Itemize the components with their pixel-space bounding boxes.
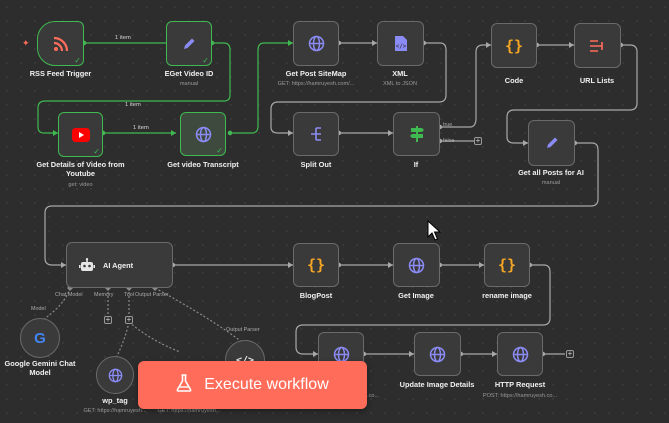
node-subtitle: XML to JSON: [383, 81, 417, 87]
node-label: BlogPost: [299, 291, 333, 300]
node-label: RSS Feed Trigger: [29, 69, 92, 78]
node-subtitle: GET: https://hamruyesh.com/...: [277, 81, 355, 87]
edge-label-eget-details: 1 item: [125, 102, 141, 108]
node-subtitle: manual: [179, 81, 199, 87]
node-if[interactable]: [393, 112, 440, 156]
node-label: Google Gemini Chat Model: [4, 359, 76, 377]
rss-icon: [52, 35, 70, 53]
success-check-icon: ✓: [202, 56, 209, 65]
port-label-tool: Tool: [124, 292, 134, 298]
port-label-output-parser: Output Parser: [226, 327, 260, 333]
add-tool-plus-button[interactable]: +: [125, 315, 133, 324]
code-braces-icon: {}: [306, 256, 326, 274]
node-label: Code: [504, 76, 524, 85]
success-check-icon: ✓: [216, 146, 223, 155]
node-eget-video-id[interactable]: ✓: [166, 21, 212, 66]
node-wp-tag[interactable]: [96, 356, 134, 394]
globe-icon: [108, 368, 123, 383]
node-rename-image[interactable]: {}: [484, 243, 530, 287]
globe-icon: [195, 126, 212, 143]
code-braces-icon: {}: [497, 256, 517, 274]
globe-icon: [429, 346, 446, 363]
port-label-chat-model: Chat Model: [55, 292, 83, 298]
node-label: AI Agent: [103, 261, 134, 270]
add-node-plus-button[interactable]: +: [566, 349, 574, 358]
google-icon: G: [34, 329, 46, 347]
add-memory-plus-button[interactable]: +: [104, 315, 112, 324]
signpost-icon: [409, 125, 425, 143]
node-label: rename image: [482, 291, 532, 300]
node-label: Update Image Details: [399, 380, 475, 389]
xml-file-icon: </>: [394, 35, 408, 52]
node-label: Get Post SiteMap: [285, 69, 347, 78]
port-label-output-parser: Output Parser: [135, 292, 169, 298]
node-http-request[interactable]: [497, 332, 543, 376]
pencil-icon: [181, 36, 197, 52]
split-icon: [309, 126, 323, 142]
if-true-output-label: true: [443, 122, 453, 128]
node-get-post-sitemap[interactable]: [293, 21, 339, 66]
success-check-icon: ✓: [74, 56, 81, 65]
edge-label-rss-eget: 1 item: [115, 35, 131, 41]
node-google-gemini[interactable]: G: [20, 318, 60, 358]
youtube-icon: [71, 127, 90, 142]
if-false-output-label: false: [443, 138, 455, 144]
node-blogpost[interactable]: {}: [293, 243, 339, 287]
node-code[interactable]: {}: [491, 23, 537, 68]
port-label-model: Model: [31, 306, 46, 312]
node-subtitle: GET: https://hamruyesh...: [83, 408, 147, 414]
pencil-icon: [544, 135, 560, 151]
node-subtitle: GET: https://hamruyesh...: [157, 408, 221, 414]
node-update-image-details[interactable]: [414, 332, 461, 376]
node-label: HTTP Request: [494, 380, 546, 389]
trigger-bolt-icon: ✦: [22, 38, 30, 48]
node-get-image[interactable]: [393, 243, 440, 287]
code-icon: </>: [235, 354, 255, 366]
node-label: Get Details of Video from Youtube: [36, 160, 125, 178]
execute-workflow-label: Execute workflow: [204, 376, 329, 393]
node-url-lists[interactable]: [574, 23, 621, 68]
robot-icon: [79, 258, 95, 279]
node-get-video-transcript[interactable]: ✓: [180, 112, 226, 156]
edge-label-details-transcript: 1 item: [133, 125, 149, 131]
node-label: Get video Transcript: [167, 160, 239, 169]
node-label: XML: [392, 69, 408, 78]
globe-icon: [333, 346, 350, 363]
node-label: URL Lists: [579, 76, 615, 85]
node-ai-agent[interactable]: AI Agent: [66, 242, 173, 288]
flask-icon: [176, 373, 192, 397]
globe-icon: [408, 257, 425, 274]
code-braces-icon: {}: [504, 36, 524, 55]
svg-text:</>: </>: [395, 43, 406, 50]
node-label: If: [413, 160, 419, 169]
add-node-plus-button[interactable]: +: [474, 136, 482, 145]
port-label-memory: Memory: [94, 292, 114, 298]
node-label: Split Out: [300, 160, 332, 169]
node-get-details-youtube[interactable]: ✓: [58, 112, 103, 157]
node-label: EGet Video ID: [164, 69, 214, 78]
execute-workflow-button[interactable]: Execute workflow: [138, 361, 367, 409]
globe-icon: [308, 35, 325, 52]
globe-icon: [512, 346, 529, 363]
node-rss-feed-trigger[interactable]: ✓: [37, 21, 84, 66]
node-subtitle: get: video: [68, 182, 93, 188]
node-subtitle: manual: [541, 180, 561, 186]
node-xml[interactable]: </>: [377, 21, 424, 66]
mouse-cursor-icon: [427, 219, 442, 247]
node-label: wp_tag: [102, 396, 128, 405]
node-split-out[interactable]: [293, 112, 339, 156]
node-label: Get Image: [398, 291, 434, 300]
node-subtitle: POST: https://hamruyesh.co...: [482, 393, 558, 399]
success-check-icon: ✓: [93, 147, 100, 156]
node-label: Get all Posts for AI: [518, 168, 584, 177]
node-get-all-posts[interactable]: [528, 120, 575, 166]
merge-lines-icon: [589, 39, 607, 53]
